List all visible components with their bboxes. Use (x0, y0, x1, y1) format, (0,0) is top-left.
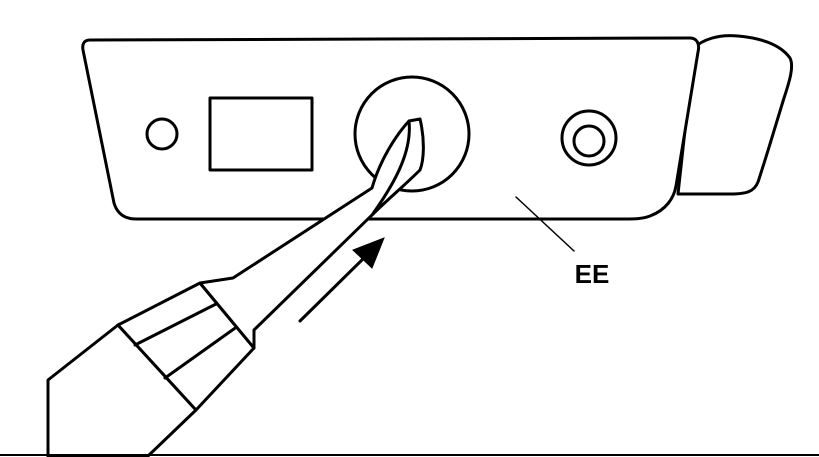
collar-ring-2 (163, 324, 240, 380)
callout-label-ee: EE (575, 259, 610, 289)
screwdriver-handle (46, 323, 198, 457)
screw-inner (572, 124, 606, 158)
rectangular-window (208, 96, 314, 172)
direction-arrow-head (352, 237, 385, 269)
screwdriver-blade-tip (370, 119, 411, 217)
callout-leader-line (515, 196, 575, 252)
small-hole (145, 117, 179, 151)
direction-arrow-shaft (298, 252, 370, 323)
screwdriver-shaft (198, 117, 425, 350)
side-latch (676, 34, 794, 196)
collar-ring (133, 301, 220, 347)
